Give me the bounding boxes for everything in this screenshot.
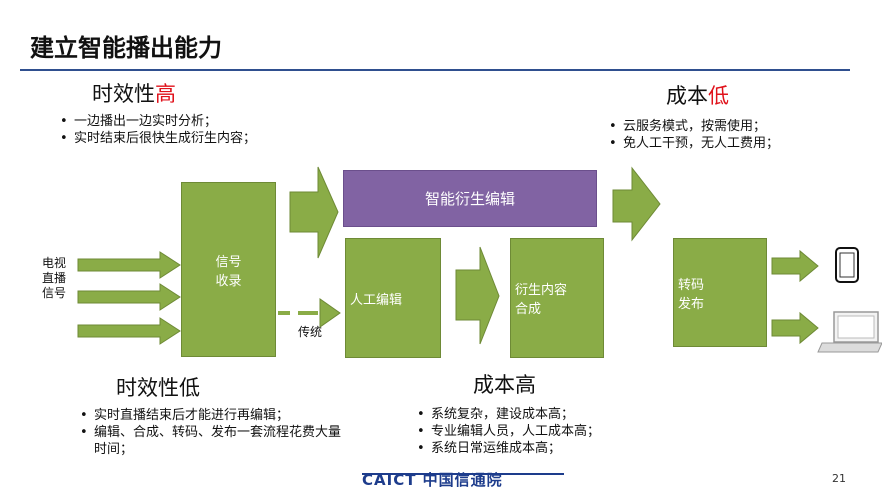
output-arrow-1	[771, 249, 819, 283]
input-label-line: 电视	[42, 256, 67, 270]
list-item: 一边播出一边实时分析；	[60, 113, 256, 130]
heading-text: 时效性	[92, 82, 155, 106]
heading-text: 成本	[666, 84, 708, 108]
heading-accent: 低	[708, 84, 729, 108]
list-item: 系统复杂，建设成本高；	[417, 406, 600, 423]
list-item: 实时直播结束后才能进行再编辑；	[80, 407, 349, 424]
arrow-to-smart-edit	[289, 166, 339, 259]
timeliness-low-bullets: 实时直播结束后才能进行再编辑； 编辑、合成、转码、发布一套流程花费大量时间；	[80, 407, 349, 458]
list-item: 系统日常运维成本高；	[417, 440, 600, 457]
input-label: 电视 直播 信号	[42, 256, 66, 301]
traditional-label: 传统	[298, 325, 323, 339]
manual-edit-label: 人工编辑	[350, 292, 403, 308]
list-item: 编辑、合成、转码、发布一套流程花费大量时间；	[80, 424, 349, 458]
list-item: 实时结束后很快生成衍生内容；	[60, 130, 256, 147]
heading-timeliness-high: 时效性高	[92, 78, 176, 108]
traditional-arrow-head	[319, 298, 341, 328]
laptop-icon	[817, 311, 882, 353]
list-item: 云服务模式，按需使用；	[609, 118, 779, 135]
page-title: 建立智能播出能力	[30, 34, 222, 62]
cost-high-bullets: 系统复杂，建设成本高； 专业编辑人员，人工成本高； 系统日常运维成本高；	[417, 406, 600, 457]
input-label-line: 信号	[42, 286, 67, 300]
footer-logo-line	[362, 473, 564, 475]
manual-edit-box: 人工编辑	[345, 238, 441, 358]
phone-icon	[835, 247, 859, 283]
derivative-line: 合成	[515, 302, 542, 317]
transcode-box: 转码 发布	[673, 238, 767, 347]
arrow-to-transcode	[612, 166, 661, 242]
cost-low-bullets: 云服务模式，按需使用； 免人工干预，无人工费用；	[609, 118, 779, 152]
derivative-box: 衍生内容 合成	[510, 238, 604, 358]
derivative-line: 衍生内容	[515, 283, 568, 298]
list-item: 专业编辑人员，人工成本高；	[417, 423, 600, 440]
transcode-line: 发布	[678, 296, 705, 312]
caict-logo: CAICT 中国信通院	[362, 471, 503, 489]
page-number: 21	[832, 472, 846, 485]
output-arrow-2	[771, 311, 819, 345]
list-item: 免人工干预，无人工费用；	[609, 135, 779, 152]
transcode-line: 转码	[678, 277, 705, 293]
timeliness-high-bullets: 一边播出一边实时分析； 实时结束后很快生成衍生内容；	[60, 113, 256, 147]
signal-capture-box: 信号 收录	[181, 182, 276, 357]
signal-box-line: 信号	[215, 254, 242, 270]
input-arrow-1	[77, 251, 181, 279]
heading-timeliness-low: 时效性低	[116, 376, 200, 400]
heading-cost-low: 成本低	[666, 80, 729, 110]
heading-accent: 高	[155, 82, 176, 106]
heading-cost-high: 成本高	[473, 373, 536, 397]
arrow-manual-to-derivative	[455, 246, 500, 345]
signal-box-line: 收录	[215, 273, 242, 289]
input-label-line: 直播	[42, 271, 67, 285]
smart-edit-box: 智能衍生编辑	[343, 170, 597, 227]
title-divider	[20, 69, 850, 71]
input-arrow-3	[77, 317, 181, 345]
input-arrow-2	[77, 283, 181, 311]
